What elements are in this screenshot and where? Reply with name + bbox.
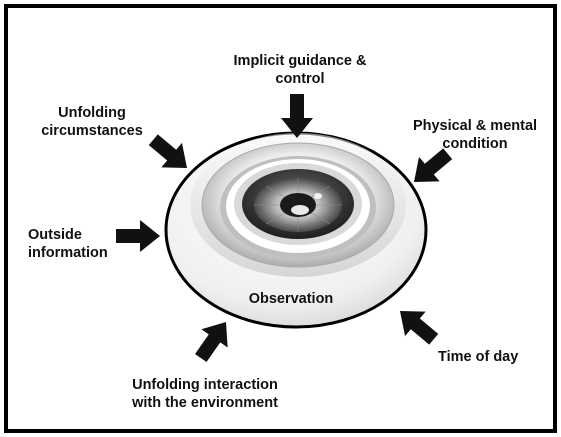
label-unfolding-circumstances: Unfolding circumstances xyxy=(41,105,143,139)
arrow-icon-physical xyxy=(414,148,453,182)
arrow-group xyxy=(116,94,453,363)
arrow-icon-implicit xyxy=(281,94,313,138)
observation-label: Observation xyxy=(248,291,334,307)
label-implicit-guidance: Implicit guidance & control xyxy=(233,53,367,87)
label-physical-mental: Physical & mental condition xyxy=(412,118,538,152)
label-unfolding-interaction: Unfolding interaction with the environme… xyxy=(132,377,278,411)
arrow-icon-circumstances xyxy=(148,134,187,168)
label-outside-information: Outside information xyxy=(28,227,108,261)
arrow-icon-time xyxy=(400,311,439,345)
arrow-icon-interaction xyxy=(195,322,228,363)
eye-icon xyxy=(190,133,406,277)
arrow-icon-outside xyxy=(116,220,160,252)
label-time-of-day: Time of day xyxy=(438,349,519,365)
